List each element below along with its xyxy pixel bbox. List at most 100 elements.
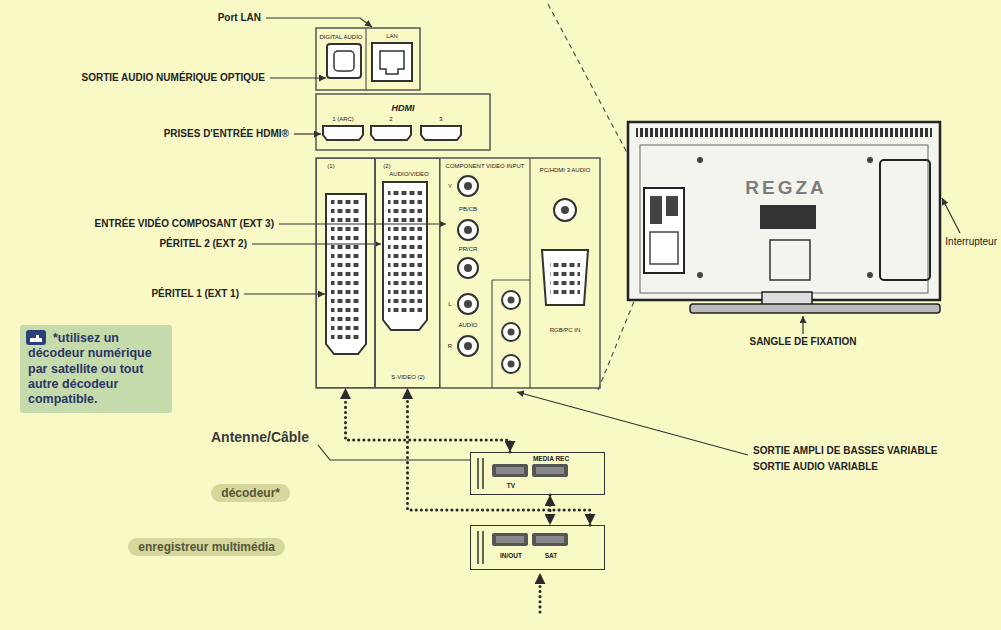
scart-socket: [326, 194, 366, 354]
device-detail: [482, 458, 484, 489]
port-label: 1 (ARC): [331, 116, 355, 123]
leader-line: [266, 18, 372, 27]
callout-label: PÉRITEL 2 (EXT 2): [158, 238, 248, 250]
tv-frame: [640, 145, 928, 293]
callout-label: PÉRITEL 1 (EXT 1): [150, 288, 240, 300]
device-detail: [477, 531, 479, 564]
rca-jack: [502, 291, 520, 309]
rca-jack: [508, 329, 515, 336]
device-detail: [482, 531, 484, 564]
tv-stand: [690, 304, 940, 313]
lan-socket: [380, 51, 404, 74]
tv-connector-area: [666, 196, 678, 216]
scart-socket: [532, 533, 568, 546]
logo-label: HDMI: [391, 103, 416, 113]
port-label: DIGITAL AUDIO: [318, 34, 363, 41]
hdmi-socket: [371, 126, 411, 140]
tv-panel: [880, 160, 930, 280]
rca-jack: [464, 342, 472, 350]
port-label: R: [447, 343, 453, 350]
port-label: 2: [388, 116, 393, 123]
rca-jack: [464, 264, 472, 272]
tv-vent: [636, 128, 932, 137]
port-label: PC/HDMI 3 AUDIO: [539, 167, 592, 174]
device-tag: décodeur*: [211, 484, 290, 502]
tv-connector-area: [644, 188, 684, 273]
cable-connector: [549, 495, 552, 525]
device-detail: [477, 458, 479, 489]
leader-line: [244, 293, 325, 294]
node-label: (1): [327, 163, 334, 170]
callout-label: SORTIE AMPLI DE BASSES VARIABLE: [752, 445, 938, 457]
node-text: enregistreur multimédia: [138, 540, 275, 554]
node-label: IN/OUT: [500, 552, 522, 559]
callout-label: SORTIE AUDIO NUMÉRIQUE OPTIQUE: [80, 72, 266, 84]
panel-frame: [316, 94, 490, 150]
rca-jack: [508, 297, 515, 304]
socket-section: (1): [316, 158, 375, 388]
leader-line: [294, 133, 321, 134]
antenna-cable: [318, 445, 470, 460]
leader-lines: [244, 18, 960, 460]
tv-screw: [697, 272, 703, 278]
port-label: 3: [438, 116, 443, 123]
panel-frame: [316, 158, 600, 388]
leader-line: [942, 198, 960, 233]
cable-connector: [346, 388, 511, 452]
leader-line: [279, 223, 446, 224]
scart-socket: [492, 464, 528, 477]
port-label: LAN: [385, 33, 399, 40]
scart-socket: [383, 182, 427, 330]
leader-line: [802, 316, 803, 334]
rca-jack: [508, 361, 515, 368]
callout-label: Port LAN: [217, 12, 262, 24]
callout-label: ENTRÉE VIDÉO COMPOSANT (EXT 3): [94, 218, 275, 230]
node-text: décodeur*: [221, 486, 280, 500]
port-label: RGB/PC IN: [549, 327, 582, 334]
leader-line: [270, 77, 326, 78]
vga-pins: [550, 258, 580, 298]
tv-screw: [697, 157, 703, 163]
rca-jack: [502, 323, 520, 341]
device-box: MEDIA REC TV: [470, 452, 605, 495]
vga-socket: [542, 250, 588, 305]
scart-pins: [331, 200, 361, 340]
audio-jack: [554, 199, 576, 221]
optical-socket: [334, 51, 354, 71]
callout-label: SORTIE AUDIO VARIABLE: [752, 461, 879, 473]
node-label: TV: [507, 482, 515, 489]
rca-jack: [464, 226, 472, 234]
rca-jack: [458, 220, 478, 240]
optical-socket: [327, 44, 361, 78]
port-label: Y: [447, 183, 453, 190]
hdmi-socket: [323, 126, 363, 140]
audio-jack: [561, 206, 569, 214]
node-label: AUDIO/VIDEO: [389, 171, 428, 178]
scart-socket: [492, 533, 528, 546]
node-label: MEDIA REC: [533, 455, 569, 462]
rca-jack: [458, 294, 478, 314]
node-label: (2): [383, 163, 390, 170]
rca-jack: [464, 300, 472, 308]
panel-divider: [491, 280, 492, 388]
note-icon: [26, 330, 46, 345]
panel-divider: [529, 158, 530, 388]
tv-panel: [770, 240, 810, 280]
rca-jack: [458, 176, 478, 196]
device-tag: enregistreur multimédia: [128, 538, 285, 556]
tv-connector-area: [650, 196, 662, 224]
scart-socket: [536, 536, 564, 543]
tv-rear: [628, 122, 940, 300]
rca-jack: [458, 258, 478, 278]
brand-logo: REGZA: [744, 177, 828, 199]
callout-label: Interrupteur: [944, 236, 998, 248]
panel-frame: [316, 28, 420, 90]
port-label: L: [447, 301, 452, 308]
node-label: SAT: [545, 552, 558, 559]
tv-screw: [867, 157, 873, 163]
scart-socket: [496, 536, 524, 543]
socket-section: (2)AUDIO/VIDEOS-VIDEO (2): [375, 158, 440, 388]
port-label: COMPONENT VIDEO INPUT: [445, 163, 526, 170]
